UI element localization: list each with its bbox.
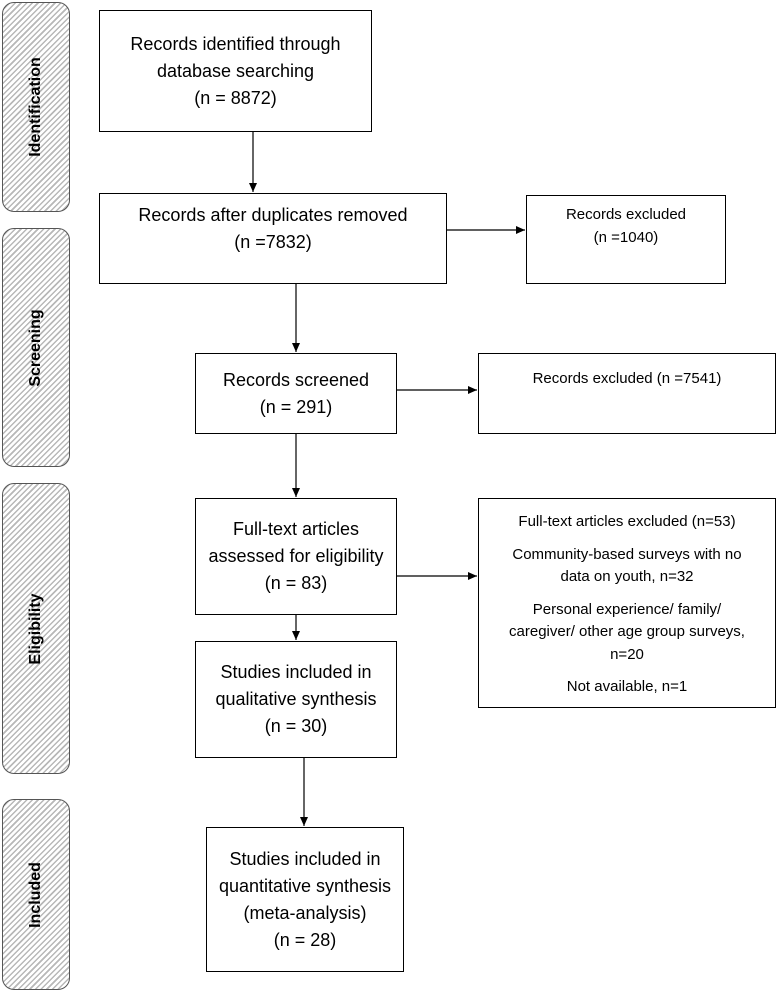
box-records-identified: Records identified through database sear… — [99, 10, 372, 132]
exclusion-reason-1-line1: Community-based surveys with no — [512, 545, 742, 563]
fulltext-assessed-line1: Full-text articles — [232, 519, 360, 539]
exclusion-reason-3: Not available, n=1 — [566, 678, 688, 695]
qualitative-line2: qualitative synthesis — [215, 689, 377, 709]
quantitative-count: (n = 28) — [273, 929, 337, 950]
phase-identification: Identification — [2, 2, 70, 212]
quantitative-line2: quantitative synthesis — [218, 875, 392, 896]
phase-eligibility: Eligibility — [2, 483, 70, 774]
records-screened-count: (n = 291) — [259, 396, 333, 417]
duplicates-removed-count: (n =7832) — [234, 232, 312, 252]
phase-label-eligibility: Eligibility — [27, 592, 44, 665]
box-records-excluded-1: Records excluded (n =1040) — [526, 195, 726, 284]
qualitative-line1: Studies included in — [220, 662, 372, 682]
box-records-screened: Records screened (n = 291) — [195, 353, 397, 434]
records-screened-label: Records screened — [222, 369, 370, 390]
exclusion-reason-1-line2: data on youth, n=32 — [560, 568, 694, 585]
box-qualitative-synthesis: Studies included in qualitative synthesi… — [195, 641, 397, 758]
exclusion-reason-2-line2: caregiver/ other age group surveys, — [509, 623, 745, 640]
phase-label-included: Included — [27, 861, 44, 928]
records-identified-count: (n = 8872) — [194, 87, 277, 108]
box-quantitative-synthesis: Studies included in quantitative synthes… — [206, 827, 404, 972]
duplicates-removed-line1: Records after duplicates removed — [138, 205, 408, 225]
phase-label-screening: Screening — [27, 308, 44, 387]
quantitative-line1: Studies included in — [229, 848, 381, 869]
records-excluded-2-label: Records excluded (n =7541) — [532, 370, 722, 387]
phase-label-identification: Identification — [27, 57, 44, 157]
box-records-excluded-2: Records excluded (n =7541) — [478, 353, 776, 434]
fulltext-excluded-title: Full-text articles excluded (n=53) — [518, 513, 736, 530]
records-excluded-1-label: Records excluded — [565, 206, 687, 223]
fulltext-assessed-count: (n = 83) — [264, 573, 328, 593]
box-fulltext-assessed: Full-text articles assessed for eligibil… — [195, 498, 397, 615]
phase-included: Included — [2, 799, 70, 990]
records-excluded-1-count: (n =1040) — [593, 228, 659, 246]
box-duplicates-removed: Records after duplicates removed (n =783… — [99, 193, 447, 284]
qualitative-count: (n = 30) — [264, 716, 328, 736]
exclusion-reason-2-line1: Personal experience/ family/ — [532, 600, 722, 618]
records-identified-line2: database searching — [156, 60, 315, 81]
records-identified-line1: Records identified through — [130, 33, 341, 54]
quantitative-line3: (meta-analysis) — [243, 902, 367, 923]
phase-screening: Screening — [2, 228, 70, 467]
box-fulltext-excluded: Full-text articles excluded (n=53) Commu… — [478, 498, 776, 708]
fulltext-assessed-line2: assessed for eligibility — [208, 546, 384, 566]
exclusion-reason-2-line3: n=20 — [610, 645, 644, 663]
